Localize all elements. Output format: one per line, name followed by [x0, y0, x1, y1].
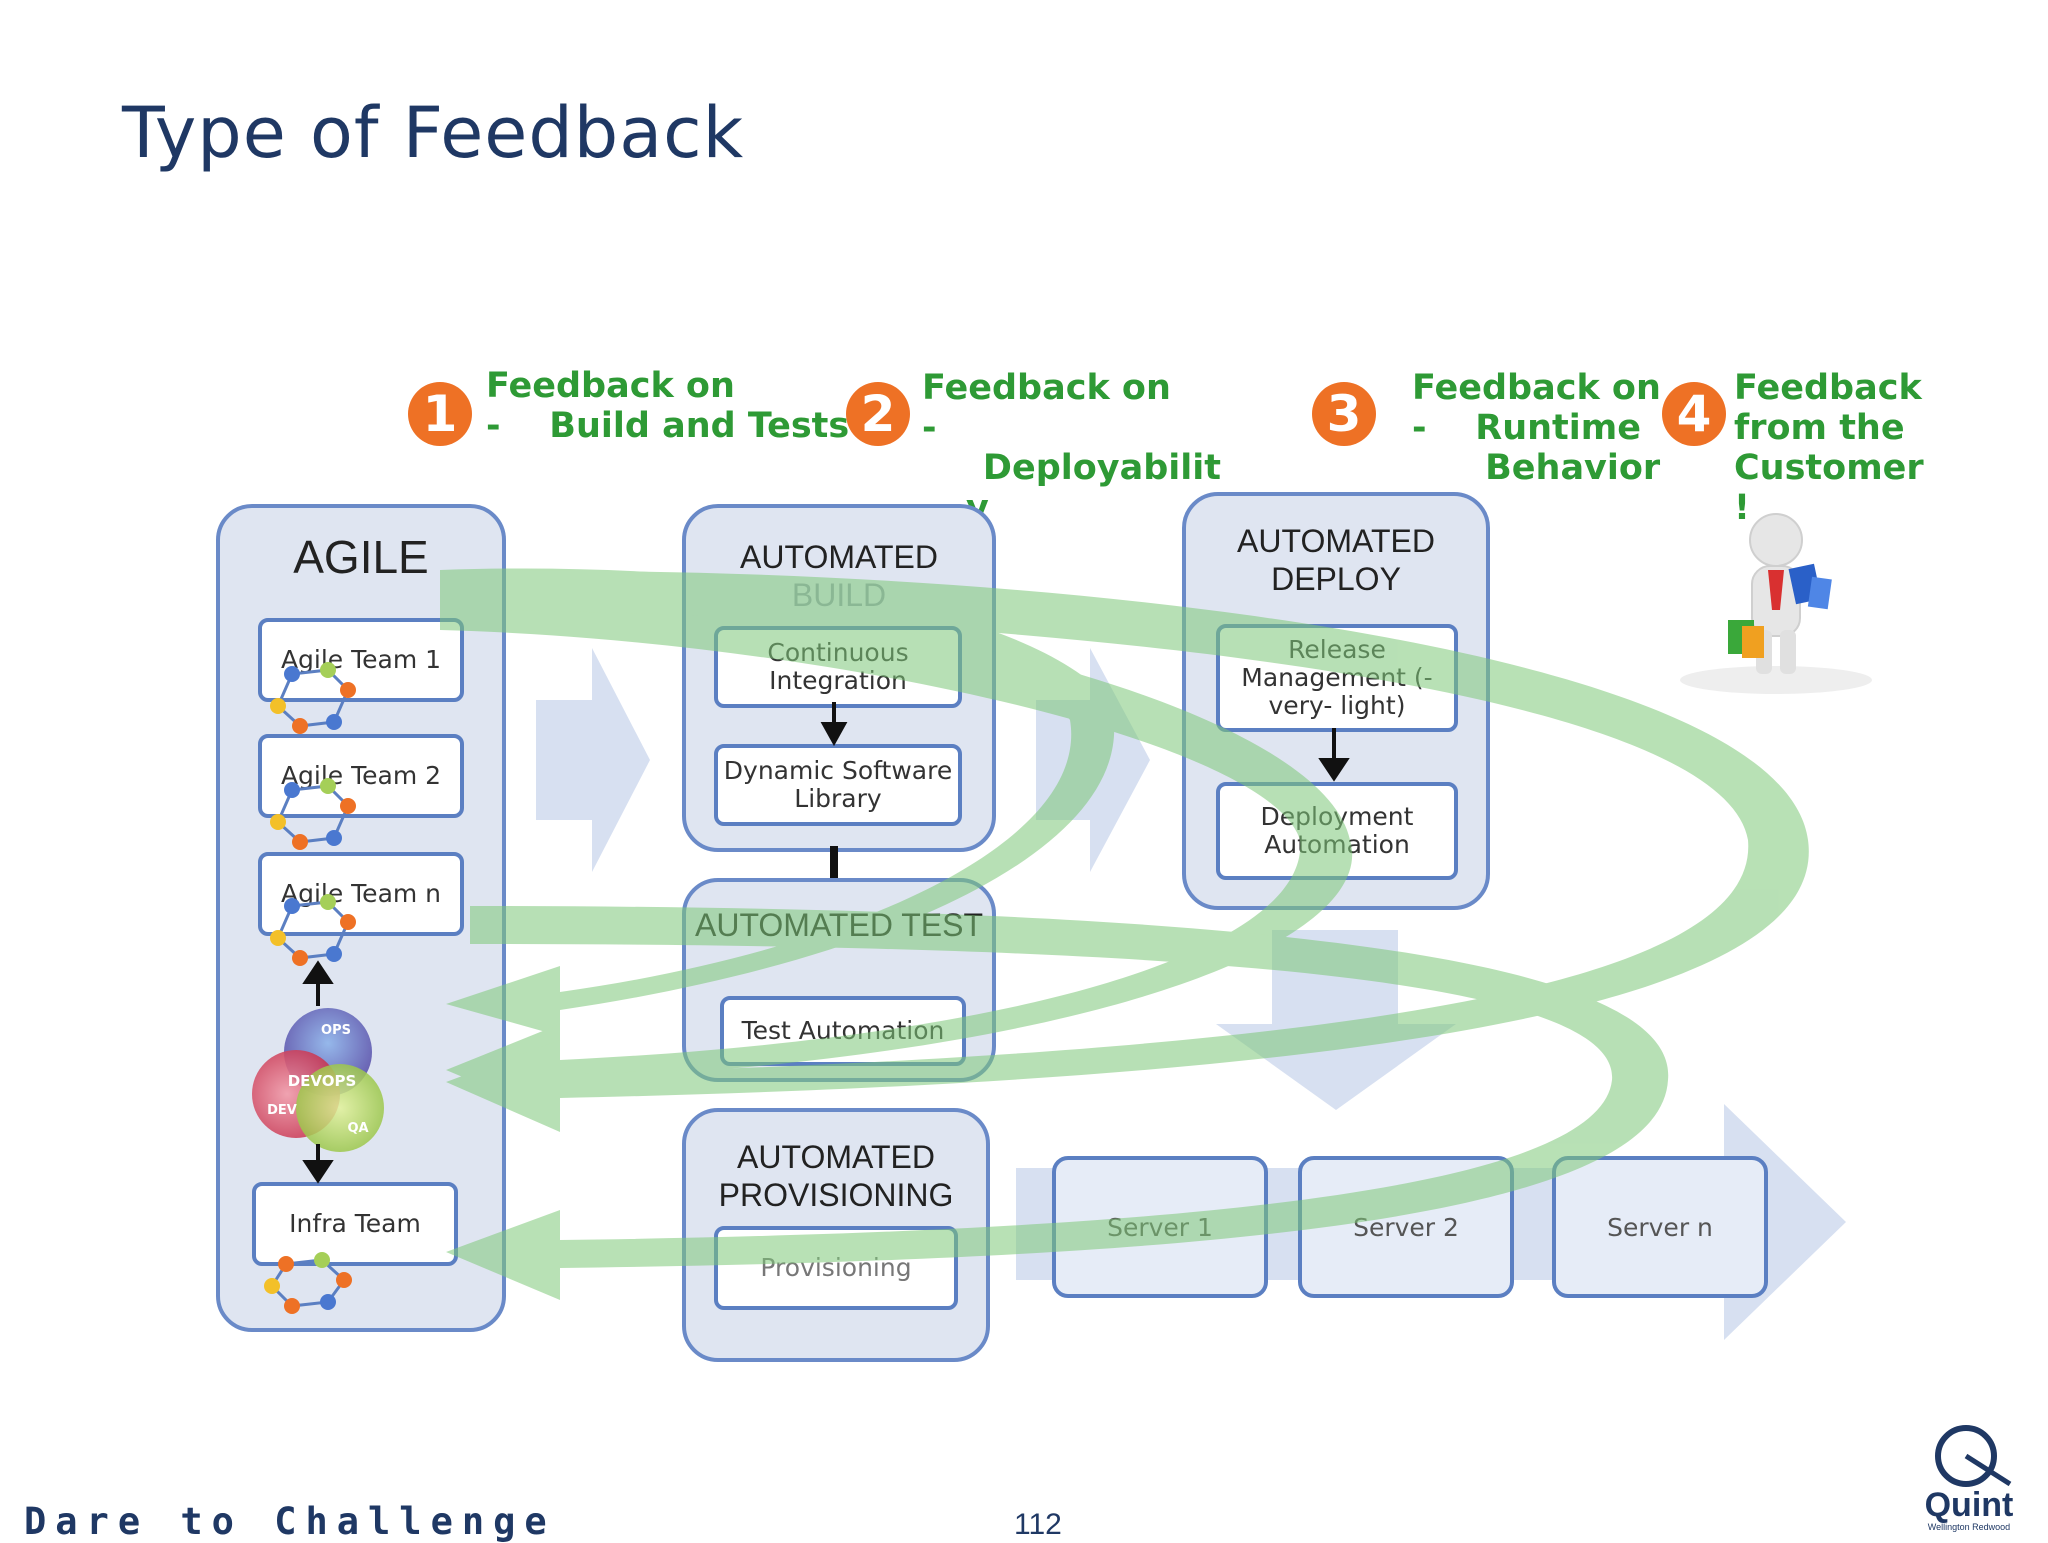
automated-provisioning-header: AUTOMATED PROVISIONING [686, 1138, 986, 1214]
venn-ops-label: OPS [321, 1023, 351, 1038]
agile-team-2-ring [270, 778, 356, 850]
quint-logo-icon [1935, 1425, 2012, 1487]
feedback-3-badge: 3 [1312, 382, 1376, 446]
green-feedback-arrows [440, 568, 1809, 1300]
feedback-2-line: Feedback on [922, 368, 1171, 408]
agile-team-1-ring [270, 662, 356, 734]
slide-title: Type of Feedback [122, 92, 745, 174]
feedback-2-line: - [922, 408, 937, 448]
flow-arrow-right [536, 648, 650, 872]
feedback-4-badge: 4 [1662, 382, 1726, 446]
venn-devops-label: DEVOPS [288, 1072, 357, 1090]
devops-venn-icon: OPS DEVOPS DEV QA [252, 1008, 384, 1152]
automated-deploy-header: AUTOMATED DEPLOY [1186, 522, 1486, 598]
automated-deploy-header-line: AUTOMATED [1237, 523, 1435, 559]
feedback-2-line: Deployabilit [922, 448, 1222, 488]
server-n-box[interactable]: Server n [1552, 1156, 1768, 1298]
automated-deploy-header-line: DEPLOY [1271, 561, 1401, 597]
feedback-1-text: Feedback on - Build and Tests [486, 366, 849, 446]
agile-team-n-box[interactable]: Agile Team n [258, 852, 464, 936]
automated-provisioning-header-line: PROVISIONING [718, 1177, 954, 1213]
black-arrows [302, 702, 1350, 1184]
infra-team-box[interactable]: Infra Team [252, 1182, 458, 1266]
feedback-3-line: Behavior [1412, 448, 1661, 488]
agile-header: AGILE [293, 531, 429, 583]
dynamic-software-library-box[interactable]: Dynamic Software Library [714, 744, 962, 826]
feedback-1-badge: 1 [408, 382, 472, 446]
feedback-3-text: Feedback on - Runtime Behavior [1412, 368, 1661, 488]
feedback-loop-1 [440, 568, 1115, 1036]
quint-logo: Quint Wellington Redwood [1914, 1418, 2024, 1536]
feedback-4-line: Feedback [1734, 368, 1922, 408]
feedback-4-line: ! [1734, 488, 1750, 528]
feedback-4-line: Customer [1734, 448, 1924, 488]
automated-provisioning-header-line: AUTOMATED [737, 1139, 935, 1175]
feedback-3-line: - Runtime [1412, 408, 1641, 448]
feedback-loop-4 [446, 906, 1669, 1300]
feedback-1-line: - Build and Tests [486, 406, 850, 446]
agile-team-n-ring [270, 894, 356, 966]
agile-team-1-box[interactable]: Agile Team 1 [258, 618, 464, 702]
quint-logo-text: Quint [1924, 1486, 2014, 1524]
feedback-4-line: from the [1734, 408, 1905, 448]
feedback-2-badge: 2 [846, 382, 910, 446]
feedback-3-line: Feedback on [1412, 368, 1661, 408]
agile-team-2-box[interactable]: Agile Team 2 [258, 734, 464, 818]
feedback-loop-3 [440, 570, 1809, 1132]
customer-figure-icon [1680, 513, 1872, 694]
page-number: 112 [1014, 1508, 1062, 1541]
feedback-loop-2 [440, 594, 1353, 1118]
infra-team-ring [264, 1252, 352, 1314]
venn-dev-label: DEV [267, 1103, 297, 1118]
quint-logo-subtext: Wellington Redwood [1927, 1522, 2011, 1532]
automated-build-header-line: AUTOMATED [740, 539, 938, 575]
footer-tagline: Dare to Challenge [24, 1500, 556, 1543]
feedback-1-line: Feedback on [486, 366, 735, 406]
feedback-4-text: Feedback from the Customer ! [1734, 368, 1924, 528]
venn-qa-label: QA [347, 1121, 368, 1136]
